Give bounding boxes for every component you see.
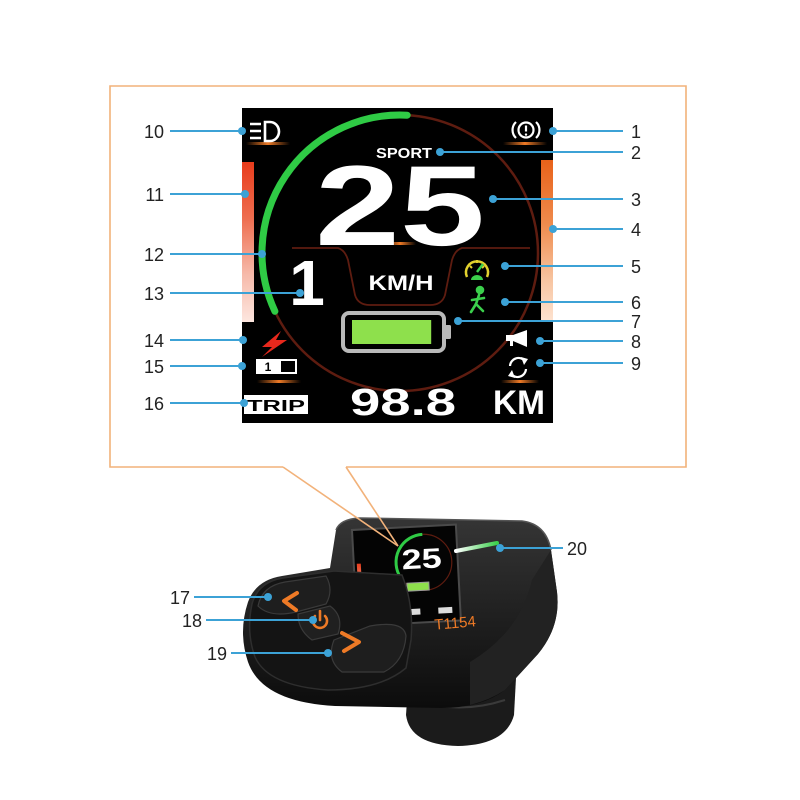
callout-15: 15: [144, 357, 246, 377]
callout-number: 19: [207, 644, 227, 664]
speed-value: 25: [315, 143, 485, 270]
level-box-value: 1: [265, 360, 272, 374]
trip-label: TRIP: [247, 398, 306, 415]
callout-number: 17: [170, 588, 190, 608]
battery-fill: [352, 320, 431, 344]
callout-number: 5: [631, 257, 641, 277]
callout-10: 10: [144, 122, 246, 142]
glow-bar: [257, 380, 301, 383]
callout-4: 4: [549, 220, 641, 240]
callout-16: 16: [144, 394, 248, 414]
callout-11: 11: [145, 185, 249, 205]
callout-number: 10: [144, 122, 164, 142]
callout-number: 4: [631, 220, 641, 240]
right-battery-bar: [541, 160, 553, 320]
callout-number: 18: [182, 611, 202, 631]
callout-number: 16: [144, 394, 164, 414]
callout-number: 20: [567, 539, 587, 559]
left-power-bar: [242, 162, 254, 322]
callout-number: 2: [631, 143, 641, 163]
callout-1: 1: [549, 122, 641, 142]
callout-number: 11: [145, 185, 164, 205]
level-box: 1: [256, 359, 297, 374]
callout-number: 1: [631, 122, 641, 142]
callout-number: 14: [144, 331, 164, 351]
callout-number: 13: [144, 284, 164, 304]
callout-number: 12: [144, 245, 164, 265]
trip-unit: KM: [493, 384, 545, 422]
speed-unit: KM/H: [369, 272, 434, 295]
assist-level: 1: [289, 247, 325, 319]
callout-number: 8: [631, 332, 641, 352]
glow-bar: [246, 142, 290, 145]
trip-value: 98.8: [350, 382, 456, 424]
display-device: 25 T1154: [243, 518, 558, 746]
battery-terminal: [445, 325, 451, 339]
glow-bar: [503, 142, 547, 145]
callout-number: 7: [631, 312, 641, 332]
callout-number: 3: [631, 190, 641, 210]
glow-bar: [501, 380, 539, 383]
callout-number: 6: [631, 293, 641, 313]
callout-14: 14: [144, 331, 247, 351]
device-screen-speed: 25: [401, 542, 443, 575]
device-model: T1154: [434, 613, 477, 634]
callout-number: 9: [631, 354, 641, 374]
button-panel: [250, 571, 412, 690]
callout-number: 15: [144, 357, 164, 377]
down-button: [331, 624, 406, 672]
trip-label-box: TRIP: [244, 395, 308, 415]
